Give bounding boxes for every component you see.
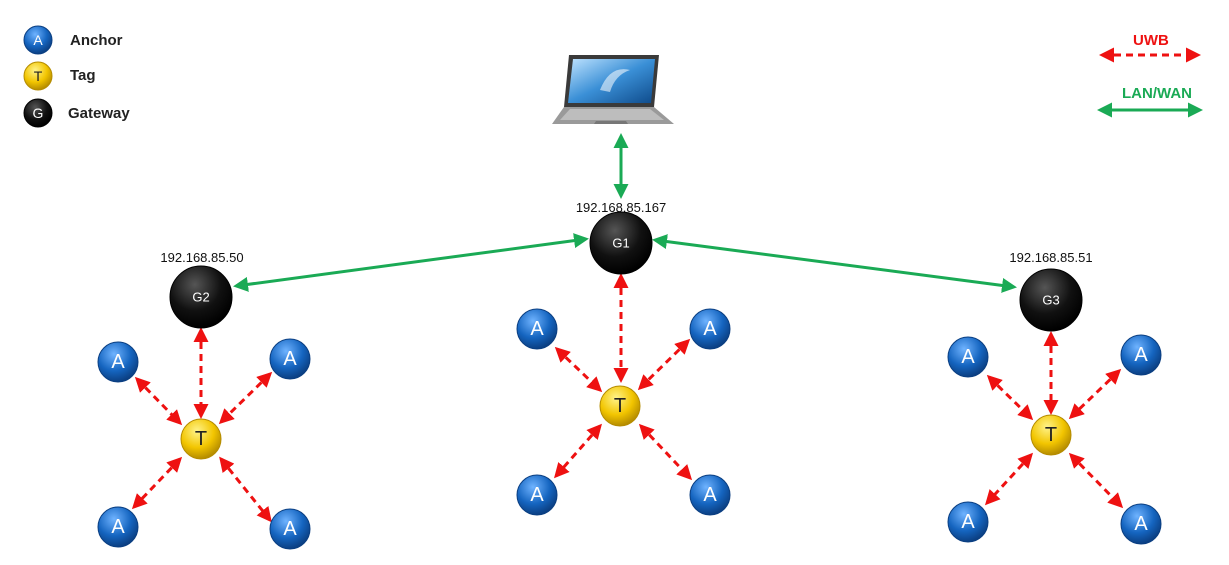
- anchor-symbol: A: [961, 346, 975, 368]
- anchor-node: A: [1120, 334, 1162, 376]
- uwb-link: [984, 452, 1034, 506]
- gateway-id-label: G2: [192, 290, 209, 305]
- gateway-g3: 192.168.85.51 G3: [1009, 250, 1093, 332]
- gateway-g2: 192.168.85.50 G2: [160, 250, 244, 329]
- anchor-symbol: A: [1134, 513, 1148, 535]
- legend-gateway-symbol: G: [33, 105, 44, 121]
- anchor-node: A: [947, 336, 989, 378]
- legend-anchor: A Anchor: [23, 25, 123, 55]
- uwb-link: [1068, 452, 1124, 509]
- tag-symbol: T: [614, 395, 626, 417]
- uwb-link: [218, 371, 273, 425]
- anchor-node: A: [97, 341, 139, 383]
- anchor-symbol: A: [111, 351, 125, 373]
- gateway-ip-label: 192.168.85.51: [1009, 250, 1092, 265]
- legend-uwb-label: UWB: [1133, 32, 1169, 49]
- anchor-symbol: A: [283, 518, 297, 540]
- tag-node: T: [1030, 414, 1072, 456]
- anchor-node: A: [269, 508, 311, 550]
- anchor-symbol: A: [961, 511, 975, 533]
- uwb-link: [1068, 368, 1122, 420]
- anchor-node: A: [269, 338, 311, 380]
- anchor-symbol: A: [530, 318, 544, 340]
- legend-gateway: G Gateway: [23, 98, 130, 128]
- uwb-link: [219, 456, 272, 523]
- uwb-link: [554, 423, 602, 479]
- lan-links: [233, 133, 1017, 293]
- tag-symbol: T: [195, 428, 207, 450]
- legend-anchor-label: Anchor: [70, 32, 123, 49]
- uwb-link: [554, 346, 603, 393]
- anchors: A A A A A A A A A A A A: [97, 308, 1162, 550]
- legend-lan: LAN/WAN: [1097, 85, 1203, 118]
- anchor-symbol: A: [703, 484, 717, 506]
- uwb-link: [986, 374, 1034, 421]
- gateway-g1: 192.168.85.167 G1: [576, 200, 666, 275]
- anchor-symbol: A: [530, 484, 544, 506]
- anchor-node: A: [516, 308, 558, 350]
- anchor-node: A: [516, 474, 558, 516]
- uwb-link: [638, 423, 693, 481]
- tag-node: T: [180, 418, 222, 460]
- uwb-link: [131, 456, 183, 510]
- legend-uwb: UWB: [1099, 32, 1201, 63]
- anchor-node: A: [97, 506, 139, 548]
- gateway-ip-label: 192.168.85.167: [576, 200, 666, 215]
- gateway-ip-label: 192.168.85.50: [160, 250, 243, 265]
- legend-anchor-symbol: A: [33, 32, 43, 48]
- anchor-symbol: A: [283, 348, 297, 370]
- tag-node: T: [599, 385, 641, 427]
- anchor-node: A: [947, 501, 989, 543]
- tag-symbol: T: [1045, 424, 1057, 446]
- legend-gateway-label: Gateway: [68, 105, 130, 122]
- uwb-link: [134, 376, 183, 426]
- legend-lan-label: LAN/WAN: [1122, 85, 1192, 102]
- anchor-node: A: [689, 308, 731, 350]
- gateway-id-label: G3: [1042, 293, 1059, 308]
- legend-tag-label: Tag: [70, 67, 96, 84]
- anchor-symbol: A: [703, 318, 717, 340]
- gateway-id-label: G1: [612, 236, 629, 251]
- uwb-links: [131, 273, 1124, 523]
- lan-link-g1-g2: [233, 233, 589, 292]
- legend: A Anchor T Tag G Gateway UWB LAN/WAN: [23, 25, 1203, 128]
- anchor-node: A: [1120, 503, 1162, 545]
- anchor-symbol: A: [1134, 344, 1148, 366]
- uwb-link: [637, 338, 691, 391]
- legend-tag: T Tag: [23, 61, 96, 91]
- lan-link-g1-g3: [652, 234, 1017, 293]
- anchor-node: A: [689, 474, 731, 516]
- anchor-symbol: A: [111, 516, 125, 538]
- legend-tag-symbol: T: [34, 68, 43, 84]
- laptop-icon: [552, 55, 674, 124]
